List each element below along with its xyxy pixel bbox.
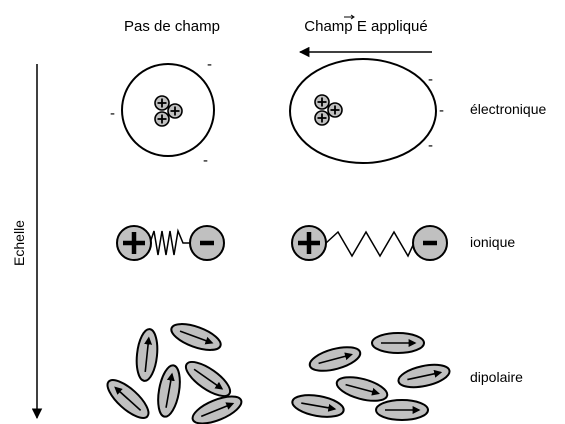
- minus-sign: -: [428, 137, 433, 154]
- dipole-molecule: [155, 364, 184, 419]
- row-label-ionic: ionique: [470, 234, 515, 250]
- spring-short: [150, 231, 190, 255]
- nucleus-proton: [168, 104, 182, 118]
- dipole-molecule: [168, 319, 224, 356]
- row-label-electronic: électronique: [470, 101, 546, 117]
- row-label-dipolar: dipolaire: [470, 369, 523, 385]
- minus-sign: -: [203, 152, 208, 169]
- nucleus-proton: [328, 103, 342, 117]
- anion: [190, 226, 224, 260]
- minus-sign: -: [439, 102, 444, 119]
- header-no-field: Pas de champ: [124, 18, 220, 35]
- dipoles-field-applied: [291, 333, 452, 420]
- ion-pair-no-field: [117, 226, 224, 260]
- field-vector-symbol: E: [357, 18, 367, 35]
- atom-no-field: - - -: [110, 56, 214, 169]
- cation: [117, 226, 151, 260]
- ion-pair-field-applied: [292, 226, 447, 260]
- atom-field-applied: - - -: [290, 59, 444, 163]
- nucleus-proton: [315, 111, 329, 125]
- header-field-applied: Champ E appliqué: [304, 18, 427, 35]
- dipole-molecule: [291, 392, 346, 421]
- dipole-molecule: [307, 343, 362, 376]
- nucleus-proton: [315, 95, 329, 109]
- anion: [413, 226, 447, 260]
- dipole-molecule: [334, 373, 389, 406]
- header-field-suffix: appliqué: [367, 18, 428, 35]
- dipole-molecule: [181, 356, 235, 402]
- minus-sign: -: [110, 105, 115, 122]
- dipole-molecule: [189, 391, 245, 424]
- spring-stretched: [326, 232, 414, 256]
- nucleus-proton: [155, 112, 169, 126]
- header-field-prefix: Champ: [304, 18, 357, 35]
- electron-cloud-deformed: [290, 59, 436, 163]
- cation: [292, 226, 326, 260]
- dipoles-no-field: [102, 319, 245, 424]
- minus-sign: -: [428, 71, 433, 88]
- nucleus-proton: [155, 96, 169, 110]
- dipole-molecule: [396, 361, 451, 391]
- scale-axis-label: Echelle: [11, 220, 27, 266]
- dipole-molecule: [134, 328, 159, 382]
- dipole-molecule: [376, 400, 428, 420]
- minus-sign: -: [207, 56, 212, 73]
- dipole-molecule: [372, 333, 424, 353]
